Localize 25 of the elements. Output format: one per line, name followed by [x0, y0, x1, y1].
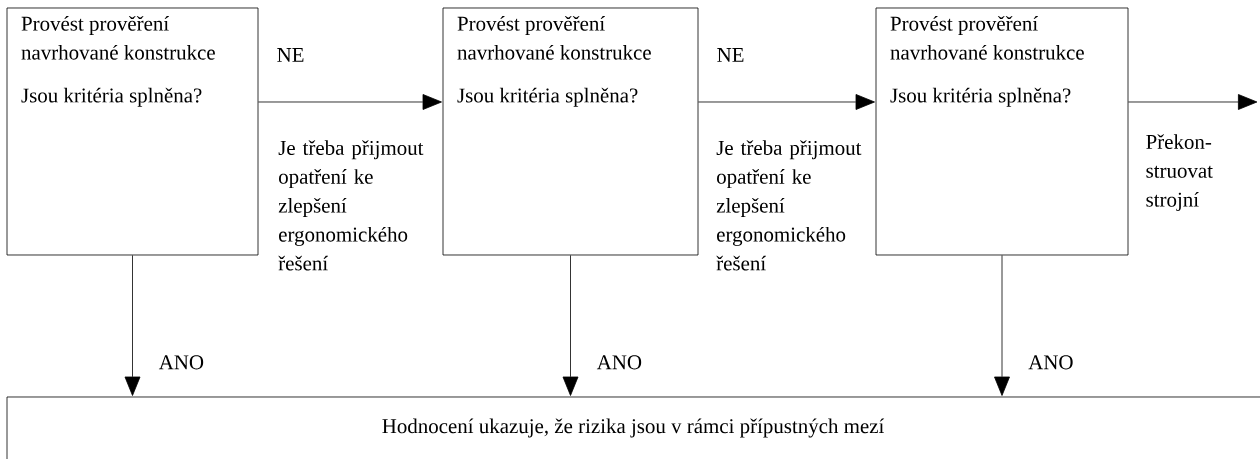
edge-label: ANO: [596, 355, 642, 370]
arrow: [994, 255, 1010, 396]
box-text: Hodnocení ukazuje, že rizika jsou v rámci přípustných mezí: [382, 418, 885, 438]
process-box: [6, 7, 259, 256]
process-box: [442, 7, 699, 256]
edge-label: NE: [717, 48, 744, 62]
edge-label: ANO: [1028, 355, 1073, 370]
box-text: Provést prověření navrhované konstrukce: [457, 16, 651, 60]
box-text: Provést prověření navrhované konstrukce: [21, 16, 215, 60]
arrow: [562, 255, 579, 396]
arrow: [258, 94, 442, 110]
arrow: [1128, 94, 1258, 110]
edge-label: NE: [277, 48, 304, 62]
result-box: [6, 396, 1260, 459]
note-text: Je třeba přijmout opatření ke zlepšení ergonomického řešení: [278, 140, 424, 271]
box-text: Jsou kritéria splněna?: [457, 87, 638, 107]
box-text: Provést prověření navrhované konstrukce: [890, 16, 1084, 60]
process-box: [875, 7, 1129, 256]
arrow: [698, 94, 875, 110]
note-text: Je třeba přijmout opatření ke zlepšení ergonomického řešení: [716, 140, 862, 271]
arrow: [124, 255, 141, 396]
edge-label: ANO: [158, 355, 204, 370]
box-text: Jsou kritéria splněna?: [890, 87, 1071, 107]
edge-label: Překon- struovat strojní: [1146, 134, 1213, 211]
box-text: Jsou kritéria splněna?: [21, 87, 202, 107]
